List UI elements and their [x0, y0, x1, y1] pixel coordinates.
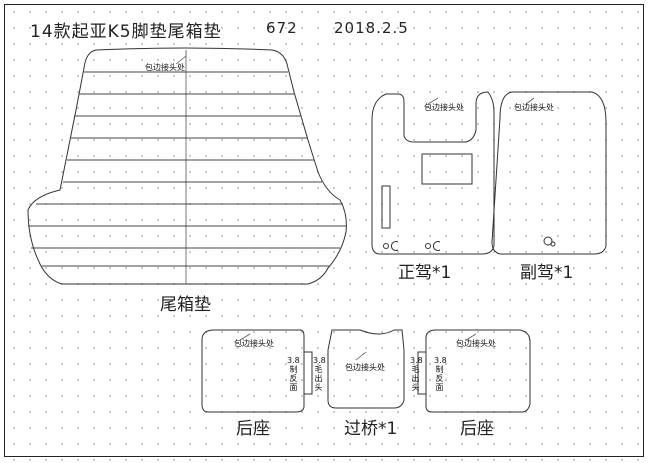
seam-note: 包边接头处 [234, 339, 274, 348]
pattern-code: 672 [266, 19, 298, 37]
seam-leader [525, 97, 535, 105]
felt-out-note: 毛出头 [411, 365, 420, 392]
fastener-hole [425, 243, 431, 249]
measure-note: 3.8 [287, 356, 300, 365]
bridge-mat-outline [327, 329, 405, 409]
rear-left-mat-outline [201, 329, 305, 413]
fastener-hole [543, 236, 553, 246]
seam-note: 包边接头处 [345, 363, 385, 372]
fastener-hole [383, 243, 389, 249]
side-slot [381, 185, 391, 229]
side-flap [303, 351, 313, 395]
fastener-clip-icon [391, 241, 399, 251]
seam-note: 包边接头处 [456, 339, 496, 348]
seam-leader [175, 55, 187, 65]
measure-note: 3.8 [313, 356, 326, 365]
rear-left-mat-label: 后座 [236, 419, 270, 439]
seam-leader [427, 97, 439, 105]
driver-mat-outline [371, 91, 495, 255]
seam-note: 包边接头处 [424, 103, 464, 112]
seam-leader [239, 333, 251, 341]
fastener-hole [550, 241, 556, 247]
measure-note: 3.8 [434, 356, 447, 365]
seam-note: 包边接头处 [514, 103, 554, 112]
sheet-border [4, 4, 644, 457]
reverse-note: 制反面 [435, 365, 444, 392]
pattern-date: 2018.2.5 [334, 19, 409, 37]
seam-leader [355, 351, 367, 361]
fastener-clip-icon [433, 241, 441, 251]
trunk-mat-label: 尾箱垫 [160, 295, 211, 315]
reverse-note: 制反面 [289, 365, 298, 392]
passenger-mat-label: 副驾*1 [520, 263, 574, 283]
rear-right-mat-label: 后座 [460, 419, 494, 439]
seam-note: 包边接头处 [145, 63, 185, 72]
passenger-mat-outline [491, 91, 607, 255]
trunk-mat-outline [27, 47, 347, 285]
driver-mat-label: 正驾*1 [398, 263, 452, 283]
side-flap [417, 351, 427, 395]
rear-right-mat-outline [425, 329, 531, 413]
felt-out-note: 毛出头 [314, 365, 323, 392]
page-title: 14款起亚K5脚垫尾箱垫 [30, 22, 222, 42]
seam-leader [465, 333, 477, 341]
bridge-mat-label: 过桥*1 [344, 419, 398, 439]
measure-note: 3.8 [410, 356, 423, 365]
heel-pad [421, 153, 473, 185]
